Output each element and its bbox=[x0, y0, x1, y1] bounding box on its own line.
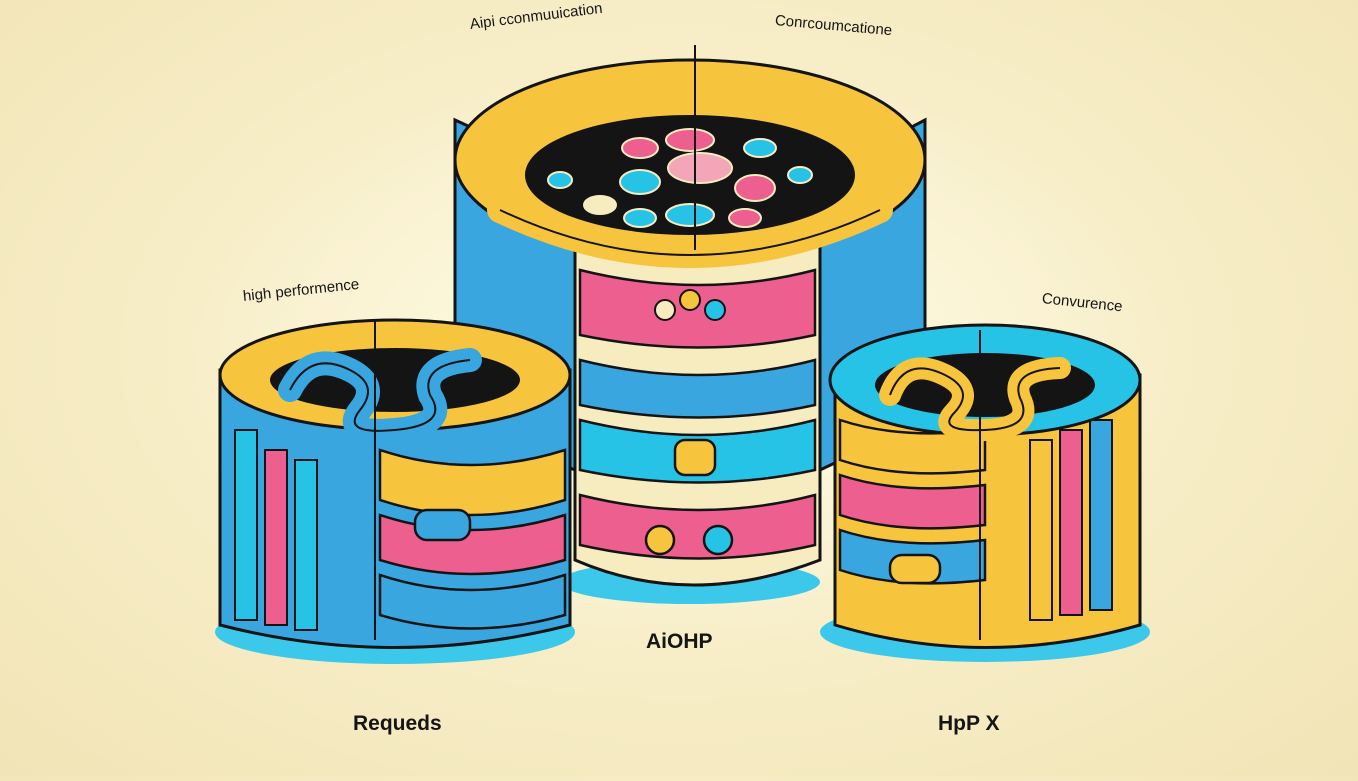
label-requests: Requeds bbox=[353, 712, 442, 735]
label-aiohttp: AiOHP bbox=[646, 630, 713, 653]
right-cylinder-icon bbox=[820, 323, 1150, 662]
left-cylinder-icon bbox=[215, 318, 575, 664]
left-panels bbox=[234, 429, 567, 631]
label-httpx: HpP X bbox=[938, 712, 1000, 735]
center-shelves bbox=[578, 268, 817, 560]
right-panels bbox=[838, 418, 1113, 621]
bubble-chip-icon bbox=[547, 128, 813, 228]
